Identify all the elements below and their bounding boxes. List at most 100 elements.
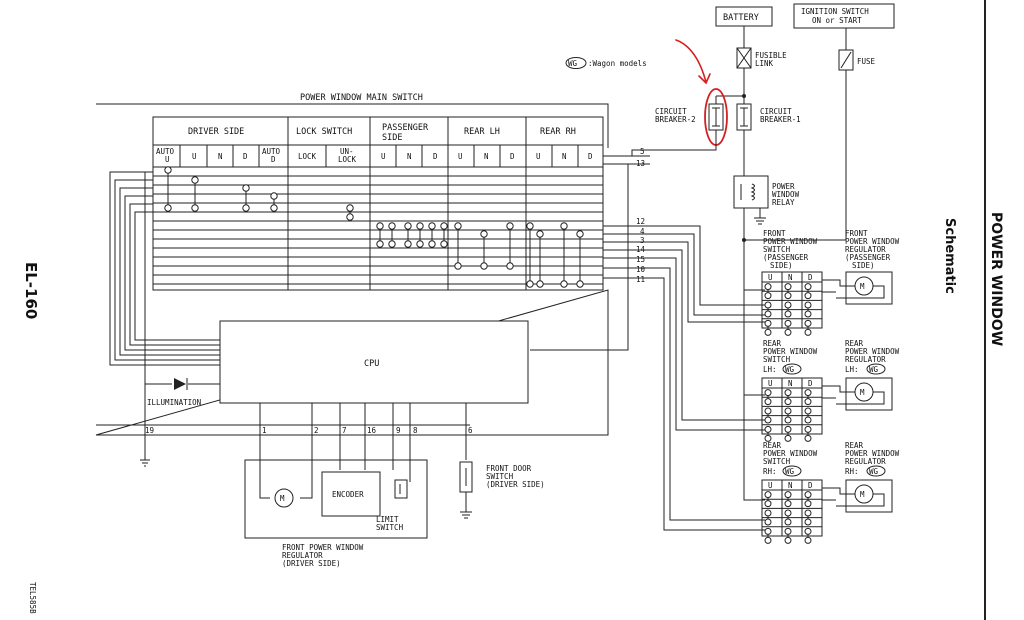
switch-contact <box>764 518 772 526</box>
svg-text:2: 2 <box>314 426 319 435</box>
switch-contact <box>191 176 199 184</box>
switch-contacts <box>164 166 584 288</box>
sub-switch-col-label: N <box>788 273 793 282</box>
svg-text:BREAKER-1: BREAKER-1 <box>760 115 801 124</box>
cpu: CPU <box>219 320 529 404</box>
switch-contact <box>804 292 812 300</box>
group-rear-rh: REAR RH <box>540 127 576 137</box>
switch-contact <box>270 204 278 212</box>
switch-contact <box>784 509 792 517</box>
svg-text:WG: WG <box>785 365 795 374</box>
group-lock: LOCK SWITCH <box>296 127 352 137</box>
svg-text:RH:: RH: <box>845 467 859 476</box>
switch-table: DRIVER SIDE LOCK SWITCH PASSENGER SIDE R… <box>152 116 604 291</box>
group-passenger-side: SIDE <box>382 133 402 143</box>
switch-contact <box>536 230 544 238</box>
switch-contact <box>784 292 792 300</box>
switch-contact <box>388 222 396 230</box>
switch-contact <box>784 500 792 508</box>
ignition-switch: IGNITION SWITCH ON or START <box>793 3 895 29</box>
page-code: EL-160 <box>22 262 40 319</box>
svg-text:(PASSENGER: (PASSENGER <box>763 253 809 262</box>
sub-switch-col-label: N <box>788 481 793 490</box>
switch-contact <box>440 222 448 230</box>
svg-text:FRONT: FRONT <box>845 229 868 238</box>
svg-text:POWER: POWER <box>772 182 795 191</box>
switch-contact <box>242 184 250 192</box>
svg-text:POWER WINDOW: POWER WINDOW <box>845 237 900 246</box>
svg-text:N: N <box>484 152 489 161</box>
group-passenger: PASSENGER <box>382 123 429 133</box>
svg-text:POWER WINDOW: POWER WINDOW <box>763 237 818 246</box>
svg-text:D: D <box>588 152 593 161</box>
switch-contact <box>164 166 172 174</box>
switch-contact <box>764 500 772 508</box>
switch-contact <box>576 280 584 288</box>
svg-text:RH:: RH: <box>763 467 777 476</box>
svg-text:AUTO: AUTO <box>262 147 281 156</box>
switch-contact <box>764 416 772 424</box>
svg-text:4: 4 <box>640 227 645 236</box>
switch-contact <box>270 192 278 200</box>
switch-contact <box>804 527 812 535</box>
switch-contact <box>191 204 199 212</box>
sub-switches: FRONT POWER WINDOW SWITCH (PASSENGER SID… <box>763 229 900 477</box>
switch-contact <box>560 280 568 288</box>
main-switch-title: POWER WINDOW MAIN SWITCH <box>300 93 423 103</box>
switch-contact <box>506 222 514 230</box>
switch-contact <box>454 222 462 230</box>
svg-text:BATTERY: BATTERY <box>723 13 759 23</box>
switch-contact <box>784 536 792 544</box>
switch-contact <box>784 301 792 309</box>
switch-contact <box>784 425 792 433</box>
switch-contact <box>388 240 396 248</box>
harness-wires <box>650 225 765 531</box>
switch-contact <box>404 240 412 248</box>
group-driver: DRIVER SIDE <box>188 127 244 137</box>
switch-contact <box>506 262 514 270</box>
svg-text:ILLUMINATION: ILLUMINATION <box>147 398 201 407</box>
svg-text:LINK: LINK <box>755 59 774 68</box>
switch-contact <box>784 407 792 415</box>
motor-label: M <box>860 490 865 499</box>
svg-text:FRONT: FRONT <box>763 229 786 238</box>
switch-contact <box>164 204 172 212</box>
motor-label: M <box>860 282 865 291</box>
svg-text:SWITCH: SWITCH <box>763 245 791 254</box>
switch-contact <box>804 389 812 397</box>
svg-text:LOCK: LOCK <box>298 152 317 161</box>
switch-contact <box>764 536 772 544</box>
main-switch-pins-right: 5 13 12 4 3 14 15 10 11 <box>603 147 650 284</box>
switch-contact <box>764 509 772 517</box>
svg-text:SWITCH: SWITCH <box>376 523 404 532</box>
svg-text:9: 9 <box>396 426 401 435</box>
sub-switch-col-label: U <box>768 379 773 388</box>
switch-contact <box>526 280 534 288</box>
svg-text:FUSIBLE: FUSIBLE <box>755 51 787 60</box>
switch-contact <box>346 204 354 212</box>
switch-contact <box>804 434 812 442</box>
wagon-legend: WG :Wagon models <box>565 57 647 69</box>
svg-text:CIRCUIT: CIRCUIT <box>655 107 687 116</box>
motor-label: M <box>860 388 865 397</box>
svg-text:RELAY: RELAY <box>772 198 795 207</box>
switch-contact <box>526 222 534 230</box>
switch-contact <box>416 240 424 248</box>
switch-contact <box>784 398 792 406</box>
svg-text:(DRIVER SIDE): (DRIVER SIDE) <box>282 559 341 568</box>
switch-contact <box>784 310 792 318</box>
svg-text:IGNITION SWITCH: IGNITION SWITCH <box>801 7 869 16</box>
svg-text:POWER WINDOW: POWER WINDOW <box>845 347 900 356</box>
switch-contact <box>784 434 792 442</box>
section-subtitle: Schematic <box>942 218 957 294</box>
svg-text:1: 1 <box>262 426 267 435</box>
switch-contact <box>804 283 812 291</box>
svg-text:WG: WG <box>869 365 879 374</box>
svg-text:FRONT DOOR: FRONT DOOR <box>486 464 532 473</box>
switch-contact <box>428 240 436 248</box>
svg-text:D: D <box>433 152 438 161</box>
switch-contact <box>428 222 436 230</box>
switch-contact <box>784 527 792 535</box>
svg-text:10: 10 <box>636 265 646 274</box>
